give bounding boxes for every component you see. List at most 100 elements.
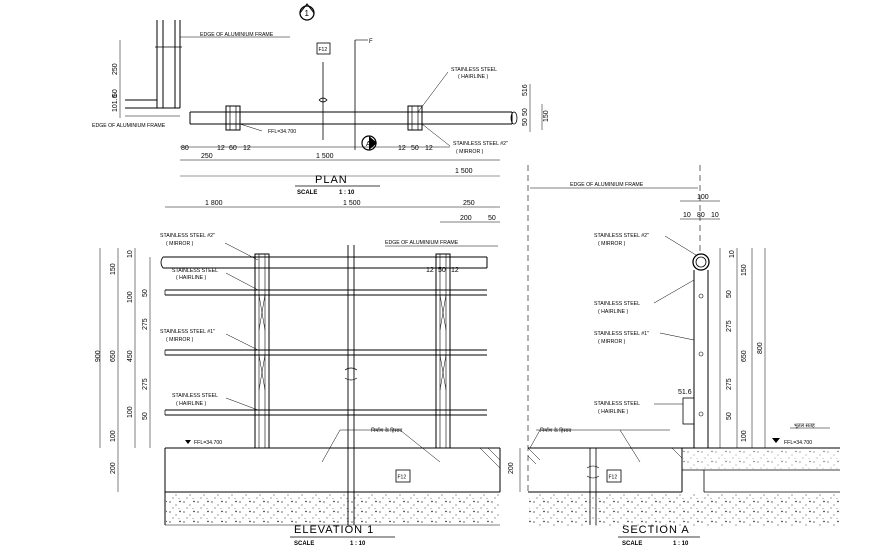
section-scale-value: 1 : 10 <box>673 541 689 547</box>
elev-ss1-label: STAINLESS STEEL #1" <box>160 329 215 335</box>
elev-ss2-sub: ( MIRROR ) <box>166 241 194 247</box>
plan-dim-50d: 50 <box>522 118 529 126</box>
section-scale-label: SCALE <box>622 541 642 547</box>
plan-dim-80: 80 <box>181 145 189 152</box>
elev-dim-275a: 275 <box>142 318 149 330</box>
section-dim-650: 650 <box>741 350 748 362</box>
elev-dim-100b: 100 <box>127 406 134 418</box>
plan-dim-250h: 250 <box>201 153 213 160</box>
plan-dim-1500b: 1 500 <box>455 168 473 175</box>
plan-dim-101: 101.6 <box>112 94 119 112</box>
plan-dim-60: 60 <box>229 145 237 152</box>
section-dim-80: 80 <box>697 212 705 219</box>
elev-dim-100a: 100 <box>127 291 134 303</box>
section-ss-hairline-1-sub: ( HAIRLINE ) <box>598 309 629 315</box>
elev-dim-1500: 1 500 <box>343 200 361 207</box>
section-dim-150: 150 <box>741 264 748 276</box>
elev-scale-label: SCALE <box>294 541 314 547</box>
plan-marker-arrow <box>299 3 315 14</box>
elev-edge-label: EDGE OF ALUMINIUM FRAME <box>385 240 459 246</box>
elev-dim-150: 150 <box>110 263 117 275</box>
plan-dim-1500: 1 500 <box>316 153 334 160</box>
section-right-note: भूतल सतह <box>794 423 815 429</box>
section-edge-label: EDGE OF ALUMINIUM FRAME <box>570 182 644 188</box>
plan-tag-box <box>316 42 331 55</box>
elev-dim-100c: 100 <box>110 430 117 442</box>
section-dim-100b: 100 <box>741 430 748 442</box>
elev-dim-250: 250 <box>463 200 475 207</box>
section-dim-50a: 50 <box>726 290 733 298</box>
section-slab-note: निर्माण के हिसाब <box>540 427 572 434</box>
elev-dim-450: 450 <box>127 350 134 362</box>
section-ss2-sub: ( MIRROR ) <box>598 241 626 247</box>
elev-dim-12b: 12 <box>451 267 459 274</box>
elev-ss-hairline-1-label: STAINLESS STEEL <box>172 268 218 274</box>
section-ss-hairline-2-label: STAINLESS STEEL <box>594 401 640 407</box>
section-tag: F12 <box>609 475 618 481</box>
section-dim-10c: 10 <box>729 250 736 258</box>
elev-dim-200: 200 <box>110 462 117 474</box>
elev-tag-box <box>395 469 411 483</box>
plan-dim-150: 150 <box>543 110 550 122</box>
section-dim-100: 100 <box>697 194 709 201</box>
plan-ss2-sub: ( MIRROR ) <box>456 149 484 155</box>
plan-edge-left-label: EDGE OF ALUMINIUM FRAME <box>92 123 166 129</box>
elev-slab-note: निर्माण के हिसाब <box>371 427 403 434</box>
elev-title: ELEVATION 1 <box>294 524 374 536</box>
plan-scale-value: 1 : 10 <box>339 190 355 196</box>
plan-title: PLAN <box>315 174 348 186</box>
elev-tag: F12 <box>398 475 407 481</box>
section-dim-275a: 275 <box>726 320 733 332</box>
plan-dim-250v: 250 <box>112 63 119 75</box>
elevation-view: 1 800 1 500 250 200 50 <box>95 200 501 547</box>
section-ffl: FFL=34.700 <box>784 440 812 446</box>
plan-section-marker-label: A <box>366 141 371 148</box>
plan-edge-top-label: EDGE OF ALUMINIUM FRAME <box>200 32 274 38</box>
plan-dim-12a: 12 <box>217 145 225 152</box>
section-ss-hairline-1-label: STAINLESS STEEL <box>594 301 640 307</box>
section-view: EDGE OF ALUMINIUM FRAME 100 10 80 10 51.… <box>508 165 840 547</box>
plan-ss-hairline-sub: ( HAIRLINE ) <box>458 74 489 80</box>
plan-ffl: FFL=34.700 <box>268 129 296 135</box>
elev-dim-12a: 12 <box>426 267 434 274</box>
section-dim-200: 200 <box>508 462 515 474</box>
section-ss-hairline-2-sub: ( HAIRLINE ) <box>598 409 629 415</box>
section-ss2-label: STAINLESS STEEL #2" <box>594 233 649 239</box>
plan-dim-50b: 50 <box>411 145 419 152</box>
elev-dim-10: 10 <box>127 250 134 258</box>
elev-ffl: FFL=34.700 <box>194 440 222 446</box>
plan-ss-hairline-label: STAINLESS STEEL <box>451 67 497 73</box>
section-dim-51: 51.6 <box>678 389 692 396</box>
section-dim-50b: 50 <box>726 412 733 420</box>
section-dim-800: 800 <box>757 342 764 354</box>
elev-dim-50b: 50 <box>438 267 446 274</box>
elev-dim-1800: 1 800 <box>205 200 223 207</box>
elev-dim-50: 50 <box>488 215 496 222</box>
section-ss1-sub: ( MIRROR ) <box>598 339 626 345</box>
section-dim-275b: 275 <box>726 378 733 390</box>
section-dim-10b: 10 <box>711 212 719 219</box>
elev-scale-value: 1 : 10 <box>350 541 366 547</box>
plan-ss2-label: STAINLESS STEEL #2" <box>453 141 508 147</box>
plan-dim-12b: 12 <box>243 145 251 152</box>
elev-ss-hairline-1-sub: ( HAIRLINE ) <box>176 275 207 281</box>
plan-view: 1 F12 F A EDGE O <box>92 3 550 196</box>
svg-text:F: F <box>369 39 373 45</box>
plan-dim-12c: 12 <box>398 145 406 152</box>
plan-dim-516: 516 <box>522 84 529 96</box>
plan-marker-number: 1 <box>305 9 310 18</box>
elev-ss-hairline-2-label: STAINLESS STEEL <box>172 393 218 399</box>
plan-tag: F12 <box>319 47 328 53</box>
section-ss1-label: STAINLESS STEEL #1" <box>594 331 649 337</box>
section-rail-circle <box>692 253 710 271</box>
plan-dim-50a: 50 <box>112 89 119 97</box>
elev-ss2-label: STAINLESS STEEL #2" <box>160 233 215 239</box>
section-tag-box <box>606 469 622 483</box>
elev-dim-900: 900 <box>95 350 102 362</box>
section-title: SECTION A <box>622 524 690 536</box>
plan-dim-50c: 50 <box>522 108 529 116</box>
elev-dim-650: 650 <box>110 350 117 362</box>
plan-scale-label: SCALE <box>297 190 317 196</box>
section-dim-10a: 10 <box>683 212 691 219</box>
